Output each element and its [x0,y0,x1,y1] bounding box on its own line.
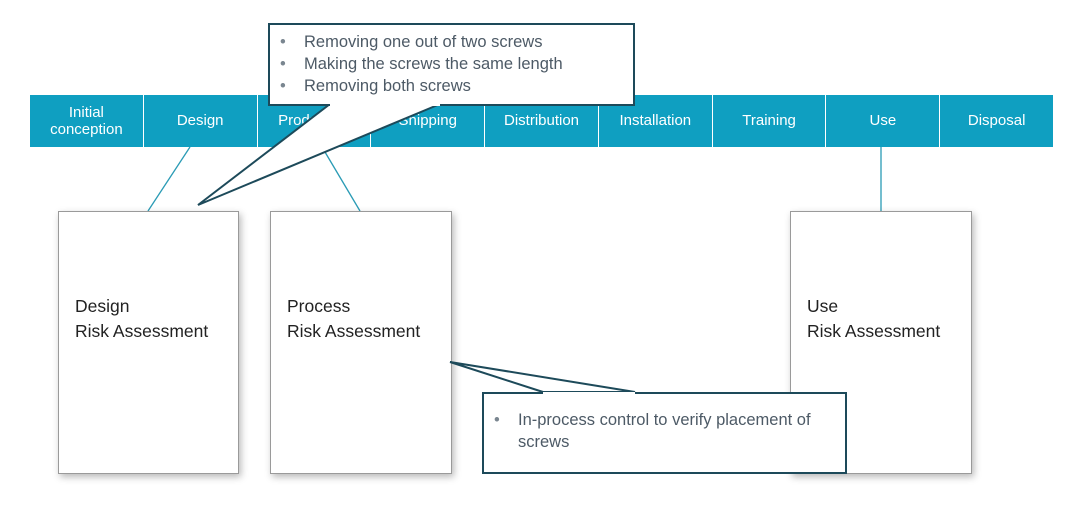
phase-initial-conception: Initial conception [30,95,144,147]
connector-production [321,146,361,212]
process-risk-assessment-title: Process Risk Assessment [287,296,421,341]
process-risk-assessment-box: Process Risk Assessment [270,211,452,474]
process-actions-callout: In-process control to verify placement o… [482,392,847,474]
phase-training: Training [712,95,827,147]
design-risk-assessment-box: Design Risk Assessment [58,211,239,474]
connector-design [147,146,191,212]
use-risk-assessment-title: Use Risk Assessment [807,296,941,341]
phase-use: Use [826,95,941,147]
design-action-item: Making the screws the same length [270,53,633,75]
phase-design: Design [143,95,258,147]
design-actions-list: Removing one out of two screws Making th… [270,31,633,97]
design-risk-assessment-title: Design Risk Assessment [75,296,209,341]
design-action-item: Removing both screws [270,75,633,97]
process-action-item: In-process control to verify placement o… [484,409,845,453]
design-action-item: Removing one out of two screws [270,31,633,53]
phase-disposal: Disposal [940,95,1054,147]
process-actions-list: In-process control to verify placement o… [484,409,845,453]
design-actions-callout: Removing one out of two screws Making th… [268,23,635,106]
